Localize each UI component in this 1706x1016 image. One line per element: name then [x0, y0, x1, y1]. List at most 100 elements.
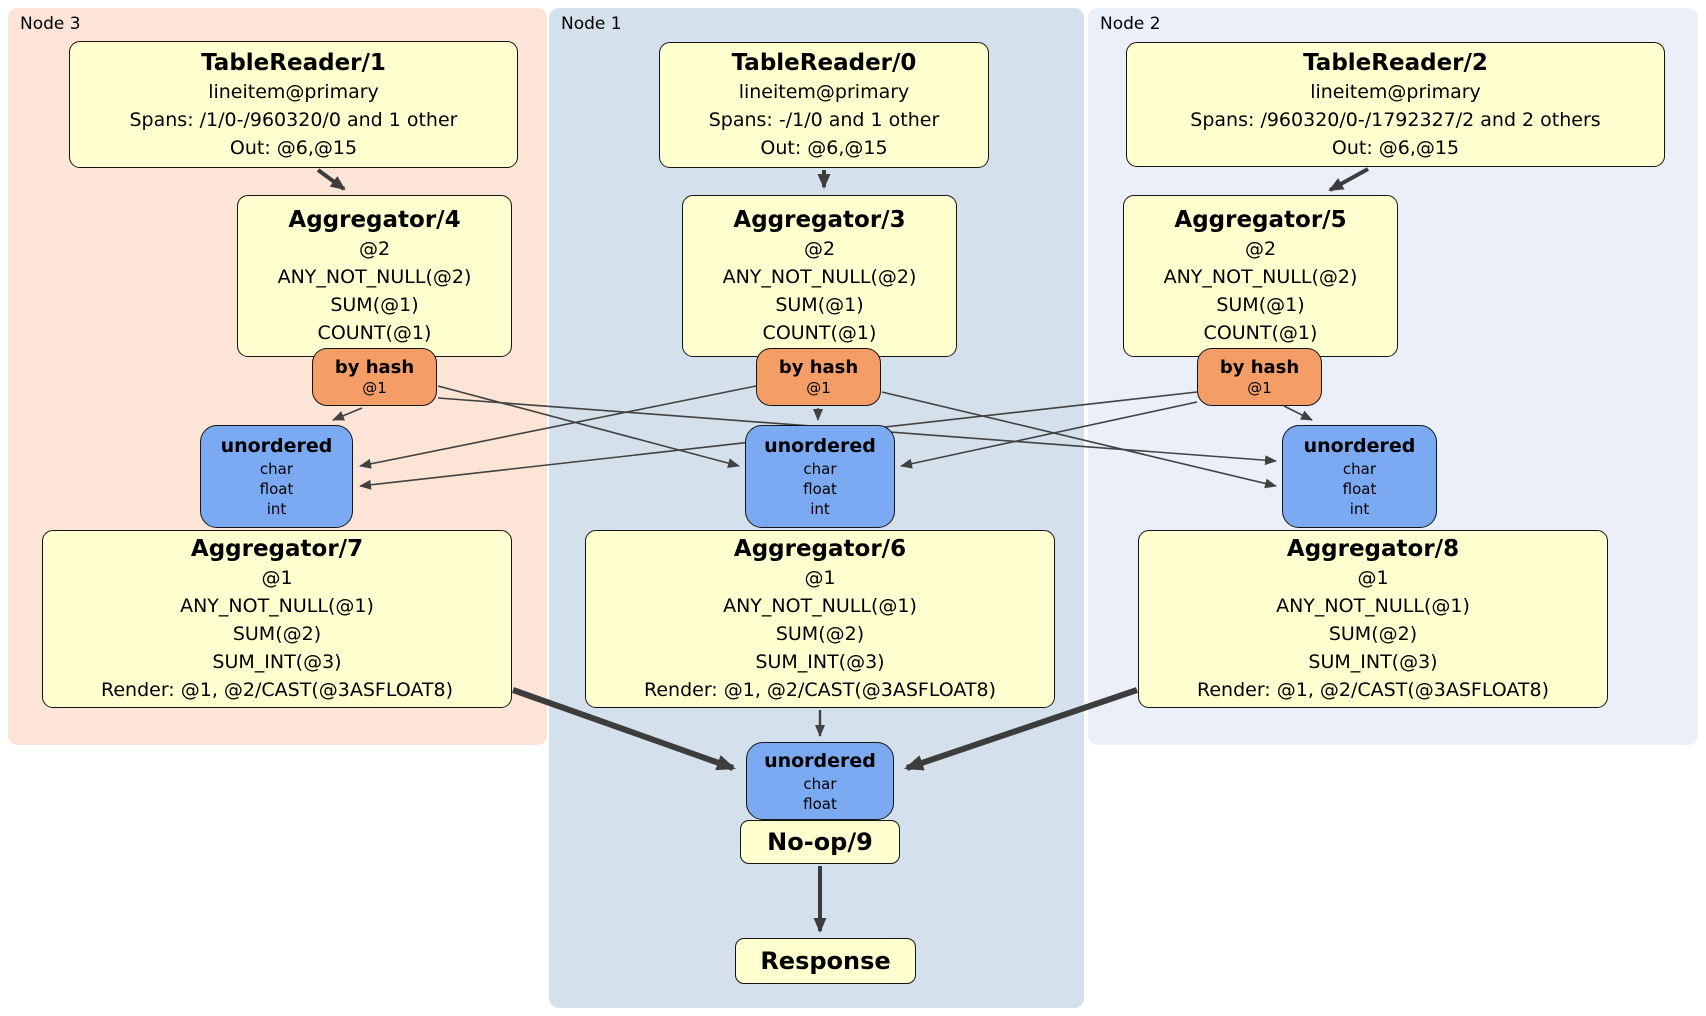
- detail-line: Spans: /1/0-/960320/0 and 1 other: [129, 108, 458, 131]
- detail-line: @1: [362, 379, 387, 397]
- router-details: @1: [1247, 379, 1272, 398]
- router-details: @1: [362, 379, 387, 398]
- detail-line: @2: [1244, 238, 1277, 260]
- processor-noop: No-op/9: [740, 820, 900, 864]
- edge-agg7-final: [511, 687, 736, 771]
- processor-title: TableReader/0: [731, 50, 917, 76]
- detail-line: Render: @1, @2/CAST(@3ASFLOAT8): [101, 679, 453, 701]
- detail-line: @2: [803, 238, 836, 260]
- edge-hash4-syncL: [332, 407, 363, 421]
- detail-line: @1: [806, 379, 831, 397]
- router-byhash5: by hash @1: [1197, 348, 1322, 406]
- detail-line: lineitem@primary: [1310, 80, 1481, 103]
- detail-line: float: [1342, 480, 1377, 498]
- edge-hash3-syncR: [881, 391, 1277, 489]
- processor-title: Aggregator/5: [1174, 207, 1347, 233]
- edge-tr2-agg5: [1328, 167, 1369, 192]
- detail-line: int: [1349, 500, 1370, 518]
- detail-line: SUM_INT(@3): [1308, 651, 1438, 673]
- detail-line: Out: @6,@15: [229, 136, 358, 159]
- sync-unordered-mid: unordered char float int: [745, 425, 895, 528]
- router-title: by hash: [334, 357, 415, 378]
- detail-line: Spans: /960320/0-/1792327/2 and 2 others: [1190, 108, 1601, 131]
- detail-line: SUM(@2): [232, 623, 322, 645]
- detail-line: @1: [1247, 379, 1272, 397]
- router-title: by hash: [778, 357, 859, 378]
- node2-label: Node 2: [1100, 14, 1161, 34]
- detail-line: ANY_NOT_NULL(@2): [277, 266, 472, 288]
- detail-line: char: [803, 460, 837, 478]
- router-title: by hash: [1219, 357, 1300, 378]
- router-details: @1: [806, 379, 831, 398]
- processor-title: No-op/9: [767, 828, 873, 856]
- detail-line: SUM(@1): [775, 294, 864, 316]
- detail-line: Out: @6,@15: [1331, 136, 1460, 159]
- processor-title: Aggregator/6: [733, 536, 907, 562]
- detail-line: SUM(@2): [1328, 623, 1418, 645]
- detail-line: int: [266, 500, 287, 518]
- processor-response: Response: [735, 938, 916, 984]
- processor-title: Aggregator/3: [733, 207, 906, 233]
- detail-line: int: [810, 500, 830, 518]
- processor-title: Aggregator/8: [1286, 536, 1460, 562]
- detail-line: lineitem@primary: [738, 81, 910, 103]
- detail-line: COUNT(@1): [317, 322, 432, 344]
- detail-line: Render: @1, @2/CAST(@3ASFLOAT8): [1197, 679, 1549, 701]
- detail-line: @2: [358, 238, 391, 260]
- detail-line: Spans: -/1/0 and 1 other: [708, 109, 940, 131]
- sync-title: unordered: [220, 435, 333, 457]
- detail-line: ANY_NOT_NULL(@1): [1276, 595, 1470, 617]
- sync-columns: char float int: [803, 459, 837, 519]
- detail-line: ANY_NOT_NULL(@1): [180, 595, 374, 617]
- edge-tr1-agg4: [316, 168, 346, 191]
- detail-line: ANY_NOT_NULL(@2): [722, 266, 917, 288]
- detail-line: SUM_INT(@3): [755, 651, 885, 673]
- edge-hash3-syncL: [359, 385, 757, 469]
- detail-line: float: [803, 794, 837, 813]
- edge-hash4-syncM: [437, 385, 740, 469]
- detail-line: @1: [1357, 567, 1389, 589]
- router-byhash3: by hash @1: [756, 348, 881, 406]
- processor-title: Aggregator/7: [190, 536, 364, 562]
- detail-line: char: [803, 774, 837, 793]
- detail-line: ANY_NOT_NULL(@2): [1163, 266, 1358, 288]
- detail-line: float: [803, 480, 837, 498]
- sync-title: unordered: [764, 435, 876, 457]
- node1-label: Node 1: [561, 14, 622, 34]
- detail-line: COUNT(@1): [1203, 322, 1318, 344]
- detail-line: SUM(@1): [1216, 294, 1305, 316]
- processor-title: TableReader/2: [1303, 49, 1488, 76]
- router-byhash4: by hash @1: [312, 348, 437, 406]
- detail-line: SUM(@2): [775, 623, 865, 645]
- processor-title: TableReader/1: [201, 49, 386, 76]
- detail-line: SUM_INT(@3): [212, 651, 342, 673]
- detail-line: COUNT(@1): [762, 322, 877, 344]
- detail-line: float: [259, 480, 294, 498]
- detail-line: ANY_NOT_NULL(@1): [723, 595, 917, 617]
